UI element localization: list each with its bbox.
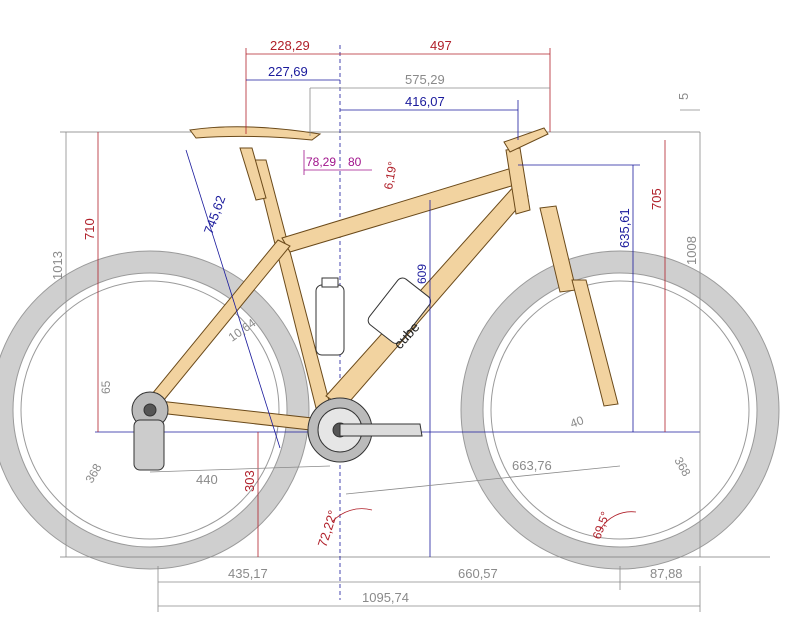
- dim-wheel-left-radius: 368: [82, 461, 104, 486]
- dim-trail: 87,88: [650, 566, 683, 581]
- dim-wheelbase: 1095,74: [362, 590, 409, 605]
- dim-bar-height: 705: [649, 188, 664, 210]
- water-bottles: [315, 277, 432, 356]
- dim-rear-to-bb: 435,17: [228, 566, 268, 581]
- dim-seat-setback: 228,29: [270, 38, 310, 53]
- dim-head-angle: 69,5°: [590, 510, 613, 541]
- dim-chainstay-rise: 65: [99, 380, 113, 394]
- dim-wheel-right-radius: 368: [671, 455, 693, 480]
- dim-bar-reach-total: 575,29: [405, 72, 445, 87]
- dim-total-height: 1008: [684, 236, 699, 265]
- dim-seat-height: 710: [82, 218, 97, 240]
- dim-front-height: 1013: [50, 251, 65, 280]
- drivetrain: [131, 391, 423, 471]
- dimension-lines: [65, 48, 701, 612]
- dim-reach-bar: 497: [430, 38, 452, 53]
- dim-stack: 635,61: [617, 208, 632, 248]
- dim-seat-length-b: 80: [348, 155, 362, 169]
- dim-seat-angle: 72,22°: [315, 508, 341, 549]
- dim-chainstay-length: 440: [196, 472, 218, 487]
- dim-seat-to-bb: 227,69: [268, 64, 308, 79]
- dim-front-center: 663,76: [512, 458, 552, 473]
- dim-seat-length-a: 78,29: [306, 155, 336, 169]
- front-wheel: [460, 250, 780, 570]
- dim-tube-length: 609: [415, 264, 429, 284]
- dim-seat-tube-length: 745,62: [201, 194, 229, 236]
- dim-angle-top: 6,19°: [381, 160, 400, 190]
- dim-bb-to-front: 660,57: [458, 566, 498, 581]
- dim-reach: 416,07: [405, 94, 445, 109]
- dim-bb-height: 303: [242, 470, 257, 492]
- dim-fork-offset: 40: [568, 413, 586, 431]
- rear-wheel: [0, 250, 310, 570]
- dim-stack-offset: 5: [676, 93, 691, 100]
